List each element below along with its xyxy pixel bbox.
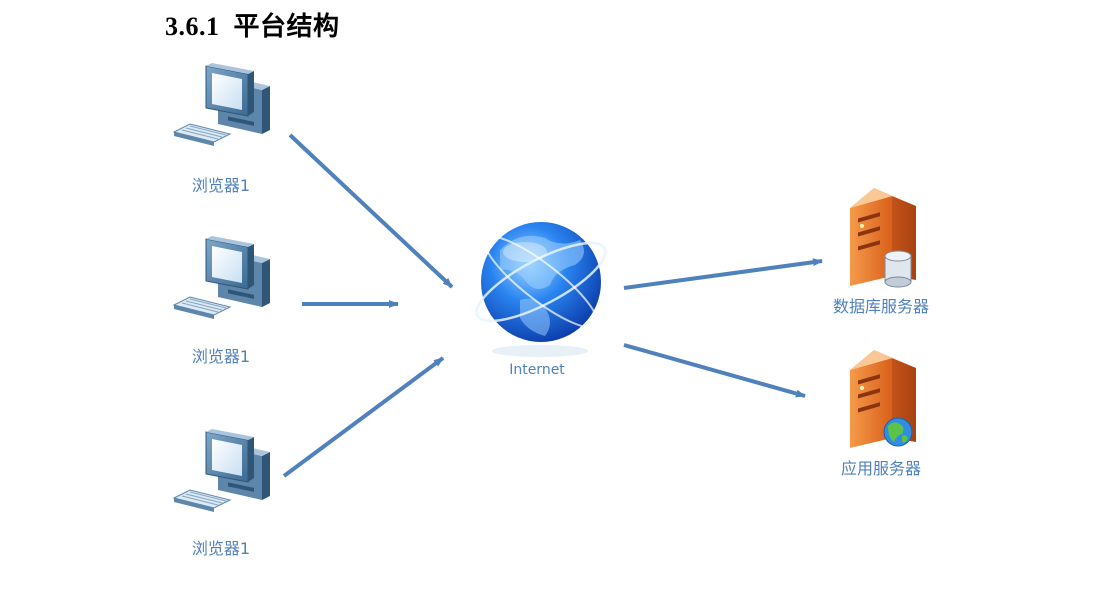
section-title: 平台结构	[233, 12, 340, 41]
section-number: 3.6.1	[165, 12, 220, 41]
desktop-computer-icon	[173, 235, 271, 320]
desktop-computer-icon	[173, 62, 271, 147]
arrow-browser-bot-to-internet	[282, 356, 445, 478]
arrow-internet-to-db-server	[623, 258, 823, 290]
database-server-icon	[850, 188, 916, 288]
browser-label: 浏览器1	[191, 347, 251, 366]
db-server-label: 数据库服务器	[832, 297, 930, 316]
desktop-computer-icon	[173, 428, 271, 513]
app-server-label: 应用服务器	[840, 459, 922, 478]
browser-label: 浏览器1	[191, 176, 251, 195]
arrow-internet-to-app-server	[623, 343, 806, 398]
browser-label: 浏览器1	[191, 539, 251, 558]
web-server-icon	[850, 350, 916, 448]
arrow-browser-top-to-internet	[288, 133, 454, 289]
page-title: 3.6.1 平台结构	[165, 6, 340, 43]
globe-icon	[475, 222, 607, 357]
internet-label: Internet	[509, 362, 565, 378]
